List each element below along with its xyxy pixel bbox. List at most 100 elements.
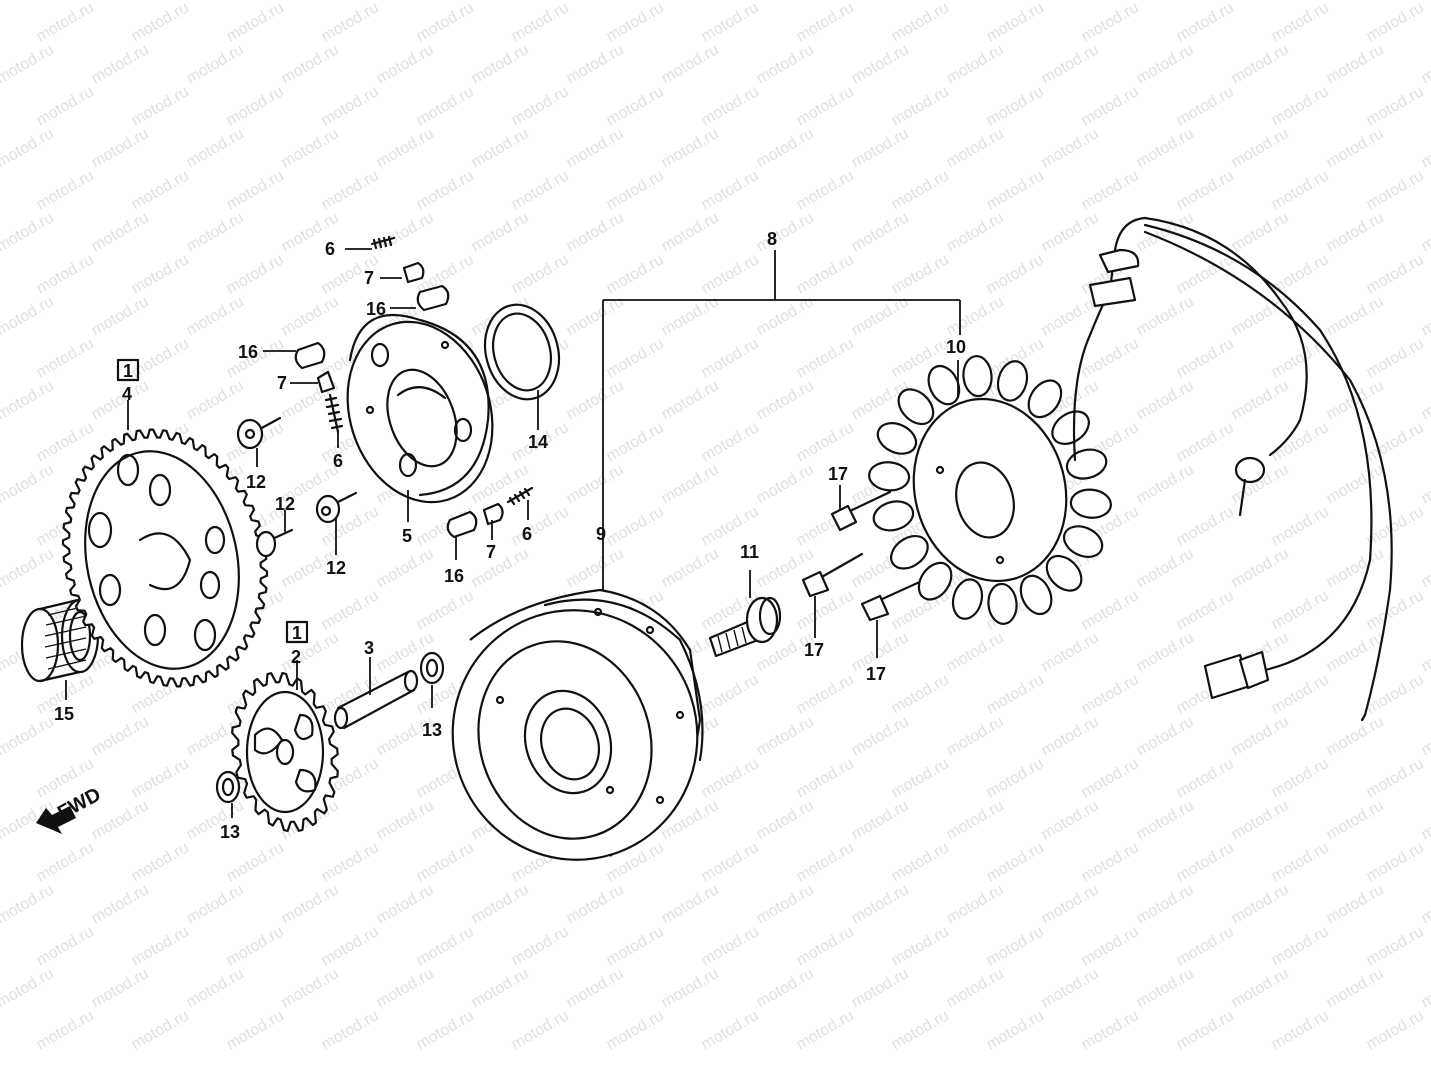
- wiring-harness: [1072, 216, 1393, 722]
- watermark-text: motod.ru: [944, 881, 1007, 927]
- watermark-text: motod.ru: [1269, 587, 1332, 633]
- watermark-text: motod.ru: [1419, 881, 1431, 927]
- watermark-text: motod.ru: [889, 83, 952, 129]
- watermark-text: motod.ru: [754, 461, 817, 507]
- watermark-text: motod.ru: [89, 713, 152, 759]
- watermark-text: motod.ru: [889, 1007, 952, 1053]
- watermark-text: motod.ru: [414, 167, 477, 213]
- watermark-text: motod.ru: [1364, 923, 1427, 969]
- watermark-text: motod.ru: [889, 671, 952, 717]
- watermark-text: motod.ru: [0, 125, 57, 171]
- stator-coil: [868, 355, 1112, 625]
- watermark-text: motod.ru: [849, 0, 912, 3]
- watermark-text: motod.ru: [1269, 335, 1332, 381]
- watermark-text: motod.ru: [1364, 839, 1427, 885]
- watermark-text: motod.ru: [564, 377, 627, 423]
- watermark-text: motod.ru: [319, 923, 382, 969]
- part-labels: 4 2 3 5 6 6 6 7 7 7 8 9 10 11 12 12 12 1…: [54, 229, 966, 842]
- watermark-text: motod.ru: [1174, 419, 1237, 465]
- watermark-text: motod.ru: [414, 587, 477, 633]
- watermark-text: motod.ru: [564, 209, 627, 255]
- watermark-text: motod.ru: [1039, 125, 1102, 171]
- watermark-text: motod.ru: [984, 251, 1047, 297]
- watermark-text: motod.ru: [34, 83, 97, 129]
- bolt-12-upper: [236, 416, 282, 450]
- watermark-text: motod.ru: [1364, 335, 1427, 381]
- watermark-text: motod.ru: [1419, 461, 1431, 507]
- watermark-text: motod.ru: [1174, 0, 1237, 45]
- watermark-text: motod.ru: [279, 41, 342, 87]
- watermark-text: motod.ru: [509, 1007, 572, 1053]
- watermark-text: motod.ru: [34, 1007, 97, 1053]
- watermark-text: motod.ru: [469, 545, 532, 591]
- watermark-text: motod.ru: [224, 1007, 287, 1053]
- watermark-text: motod.ru: [1039, 629, 1102, 675]
- watermark-text: motod.ru: [794, 839, 857, 885]
- watermark-text: motod.ru: [794, 83, 857, 129]
- label-part-13-right: 13: [422, 720, 442, 740]
- watermark-text: motod.ru: [1269, 671, 1332, 717]
- watermark-text: motod.ru: [794, 755, 857, 801]
- watermark-text: motod.ru: [1419, 545, 1431, 591]
- watermark-text: motod.ru: [699, 839, 762, 885]
- watermark-text: motod.ru: [1079, 167, 1142, 213]
- watermark-text: motod.ru: [0, 419, 2, 465]
- watermark-text: motod.ru: [699, 335, 762, 381]
- watermark-text: motod.ru: [604, 419, 667, 465]
- watermark-text: motod.ru: [1229, 0, 1292, 3]
- watermark-text: motod.ru: [1079, 83, 1142, 129]
- watermark-text: motod.ru: [224, 839, 287, 885]
- watermark-text: motod.ru: [1419, 965, 1431, 1011]
- roller-16-top: [416, 284, 450, 312]
- watermark-text: motod.ru: [1174, 587, 1237, 633]
- watermark-text: motod.ru: [0, 83, 2, 129]
- stator-pole: [897, 388, 935, 426]
- watermark-text: motod.ru: [224, 0, 287, 45]
- watermark-text: motod.ru: [469, 41, 532, 87]
- watermark-text: motod.ru: [469, 0, 532, 3]
- watermark-text: motod.ru: [89, 0, 152, 3]
- watermark-text: motod.ru: [1269, 755, 1332, 801]
- watermark-text: motod.ru: [319, 1007, 382, 1053]
- callout-box-2: 1: [285, 620, 309, 644]
- watermark-text: motod.ru: [754, 713, 817, 759]
- watermark-text: motod.ru: [1229, 797, 1292, 843]
- watermark-text: motod.ru: [89, 41, 152, 87]
- watermark-text: motod.ru: [1079, 1007, 1142, 1053]
- watermark-text: motod.ru: [1134, 461, 1197, 507]
- label-part-11: 11: [740, 542, 759, 562]
- spring-6-mid: [324, 393, 344, 434]
- watermark-text: motod.ru: [319, 83, 382, 129]
- watermark-text: motod.ru: [34, 0, 97, 45]
- watermark-text: motod.ru: [984, 83, 1047, 129]
- watermark-text: motod.ru: [34, 419, 97, 465]
- watermark-text: motod.ru: [184, 377, 247, 423]
- watermark-text: motod.ru: [1229, 881, 1292, 927]
- label-part-14: 14: [528, 432, 548, 452]
- watermark-text: motod.ru: [469, 209, 532, 255]
- label-part-7-low: 7: [486, 542, 496, 562]
- label-part-9: 9: [596, 524, 606, 544]
- watermark-text: motod.ru: [1229, 545, 1292, 591]
- watermark-text: motod.ru: [849, 881, 912, 927]
- watermark-text: motod.ru: [699, 251, 762, 297]
- watermark-text: motod.ru: [1269, 0, 1332, 45]
- watermark-text: motod.ru: [699, 1007, 762, 1053]
- watermark-text: motod.ru: [1419, 713, 1431, 759]
- watermark-text: motod.ru: [319, 167, 382, 213]
- watermark-text: motod.ru: [1039, 41, 1102, 87]
- stator-pole: [996, 360, 1029, 402]
- watermark-text: motod.ru: [1134, 881, 1197, 927]
- watermark-text: motod.ru: [0, 1007, 2, 1053]
- watermark-text: motod.ru: [1039, 209, 1102, 255]
- watermark-text: motod.ru: [564, 41, 627, 87]
- watermark-text: motod.ru: [1174, 167, 1237, 213]
- watermark-text: motod.ru: [754, 0, 817, 3]
- watermark-text: motod.ru: [279, 0, 342, 3]
- watermark-text: motod.ru: [184, 0, 247, 3]
- stator-pole: [1065, 448, 1108, 480]
- watermark-text: motod.ru: [129, 167, 192, 213]
- watermark-text: motod.ru: [1039, 965, 1102, 1011]
- watermark-text: motod.ru: [0, 461, 57, 507]
